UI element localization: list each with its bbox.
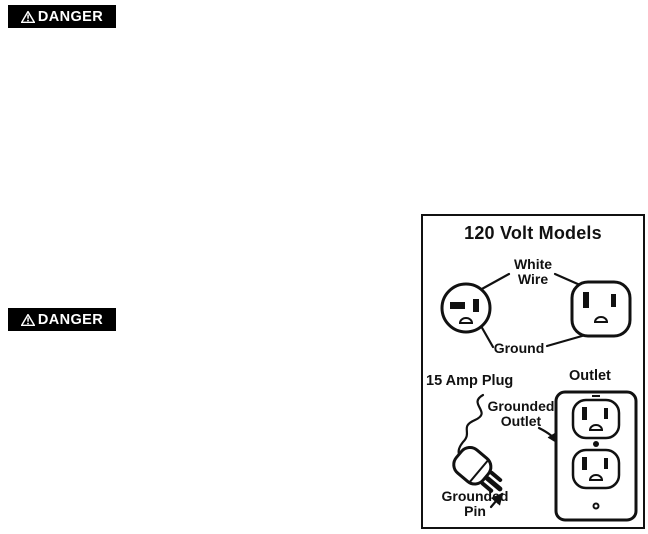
warning-triangle-icon [20, 313, 35, 326]
white-wire-label-line2: Wire [517, 271, 549, 288]
amp-plug-label: 15 Amp Plug [426, 373, 514, 389]
diagram-title: 120 Volt Models [464, 223, 602, 243]
wiring-diagram-120v: 120 Volt Models White Wire Ground 15 Amp… [421, 214, 645, 529]
warning-triangle-icon [20, 10, 35, 23]
white-wire-label: White Wire [505, 256, 561, 288]
grounded-outlet-label: Grounded Outlet [478, 398, 564, 430]
danger-label: DANGER [37, 311, 104, 328]
grounded-pin-label-line1: Grounded [441, 488, 509, 504]
grounded-outlet-label-line2: Outlet [500, 413, 542, 430]
danger-badge-middle: DANGER [8, 308, 116, 331]
wiring-diagram-art [440, 272, 638, 522]
grounded-pin-label: Grounded Pin [431, 488, 519, 520]
plug-cord-illustration [457, 393, 485, 456]
grounded-pin-label-line2: Pin [464, 503, 486, 520]
grounded-outlet-label-line1: Grounded [487, 398, 555, 414]
plug-body-illustration [452, 446, 503, 493]
outlet-label: Outlet [569, 368, 611, 384]
duplex-outlet-illustration [554, 390, 638, 522]
white-wire-line-right [553, 272, 582, 287]
ground-line-left [479, 324, 495, 349]
outlet-face-illustration [570, 280, 632, 338]
grounded-pin-arrow [489, 492, 504, 509]
plug-face-illustration [440, 282, 492, 334]
white-wire-line-left [478, 272, 511, 292]
ground-label: Ground [493, 340, 545, 356]
danger-badge-top: DANGER [8, 5, 116, 28]
danger-label: DANGER [37, 8, 104, 25]
white-wire-label-line1: White [513, 256, 553, 272]
